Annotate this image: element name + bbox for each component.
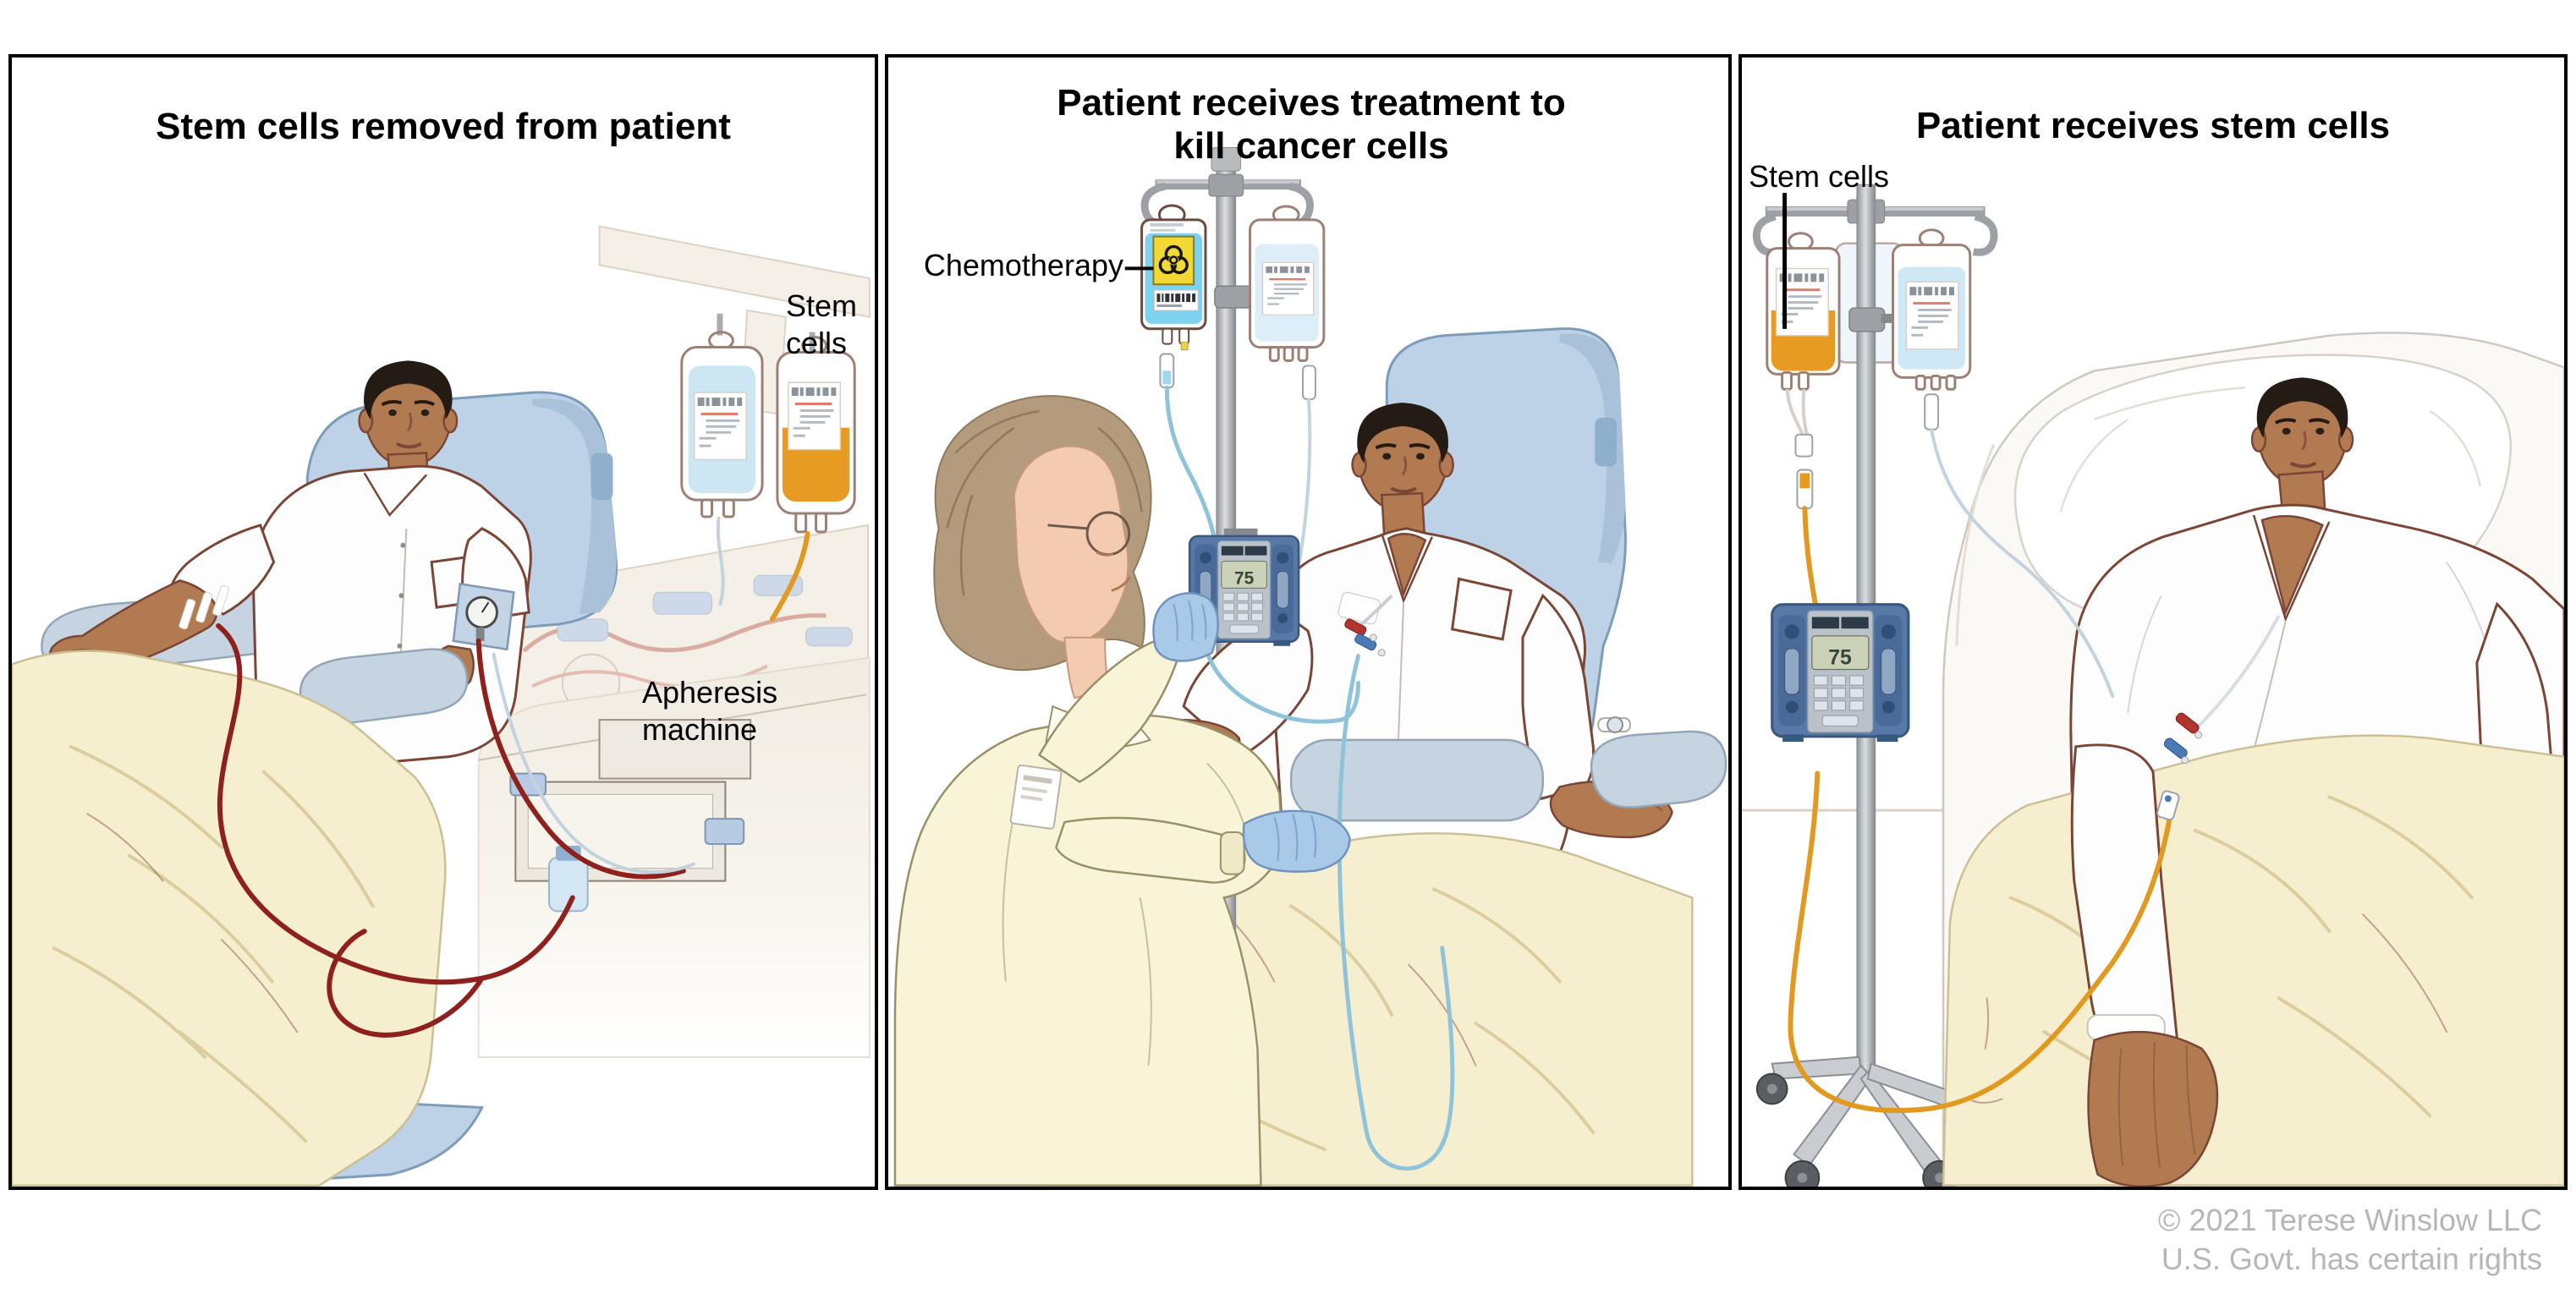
collection-bag-blue [680, 331, 764, 606]
patient-left-arm [2070, 743, 2219, 1187]
panel3-illustration: 75 [1742, 184, 2564, 1187]
label-stem-cells: Stem cells [786, 288, 858, 360]
copyright-line2: U.S. Govt. has certain rights [2161, 1242, 2542, 1276]
panel-stem-cells-removed: Stem cells removed from patient Stem cel… [8, 54, 878, 1190]
biohazard-icon [1152, 235, 1195, 286]
stem-cell-bag [1766, 232, 1841, 391]
stem-cell-tubing [1788, 770, 2180, 1113]
central-line [2163, 615, 2281, 765]
panel1-title: Stem cells removed from patient [156, 106, 731, 147]
panel1-illustration [12, 225, 871, 1187]
nurse-glove-right [1152, 592, 1219, 662]
pump-display: 75 [1234, 568, 1254, 588]
panel-chemo-treatment: 75 [885, 54, 1732, 1190]
panel2-title: Patient receives treatment to kill cance… [1057, 82, 1566, 167]
iv-tape [179, 584, 230, 630]
panel3-title: Patient receives stem cells [1915, 105, 2391, 146]
copyright-notice: © 2021 Terese Winslow LLC U.S. Govt. has… [2158, 1201, 2542, 1279]
chemo-bag [1140, 204, 1217, 540]
id-badge [1009, 764, 1063, 830]
infusion-pump: 75 [1771, 603, 1910, 743]
panel-stem-cells-received: 75 [1738, 54, 2568, 1190]
nurse-glove-left [1242, 809, 1351, 873]
bp-cuff [452, 582, 515, 651]
iv-pole [1752, 184, 1998, 1085]
panel2-illustration: 75 [893, 147, 1727, 1187]
drip-chamber [1785, 389, 1819, 609]
blanket [1942, 734, 2564, 1187]
label-apheresis-machine: Apheresis machine [642, 675, 778, 747]
blood-tubes [216, 622, 695, 1038]
pump-display: 75 [1828, 647, 1852, 670]
saline-bag [1249, 205, 1326, 661]
central-line [1337, 591, 1393, 657]
infusion-pump: 75 [1188, 528, 1300, 648]
label-chemotherapy: Chemotherapy [923, 248, 1123, 282]
iv-fluid-bag [1892, 228, 2115, 699]
nurse [893, 395, 1351, 1187]
apheresis-machine [477, 225, 871, 1058]
blanket [12, 650, 447, 1187]
copyright-line1: © 2021 Terese Winslow LLC [2157, 1203, 2542, 1237]
patient-in-chair [12, 359, 695, 1187]
label-stem-cells: Stem cells [1749, 159, 1890, 194]
stem-cell-bag [769, 336, 856, 622]
